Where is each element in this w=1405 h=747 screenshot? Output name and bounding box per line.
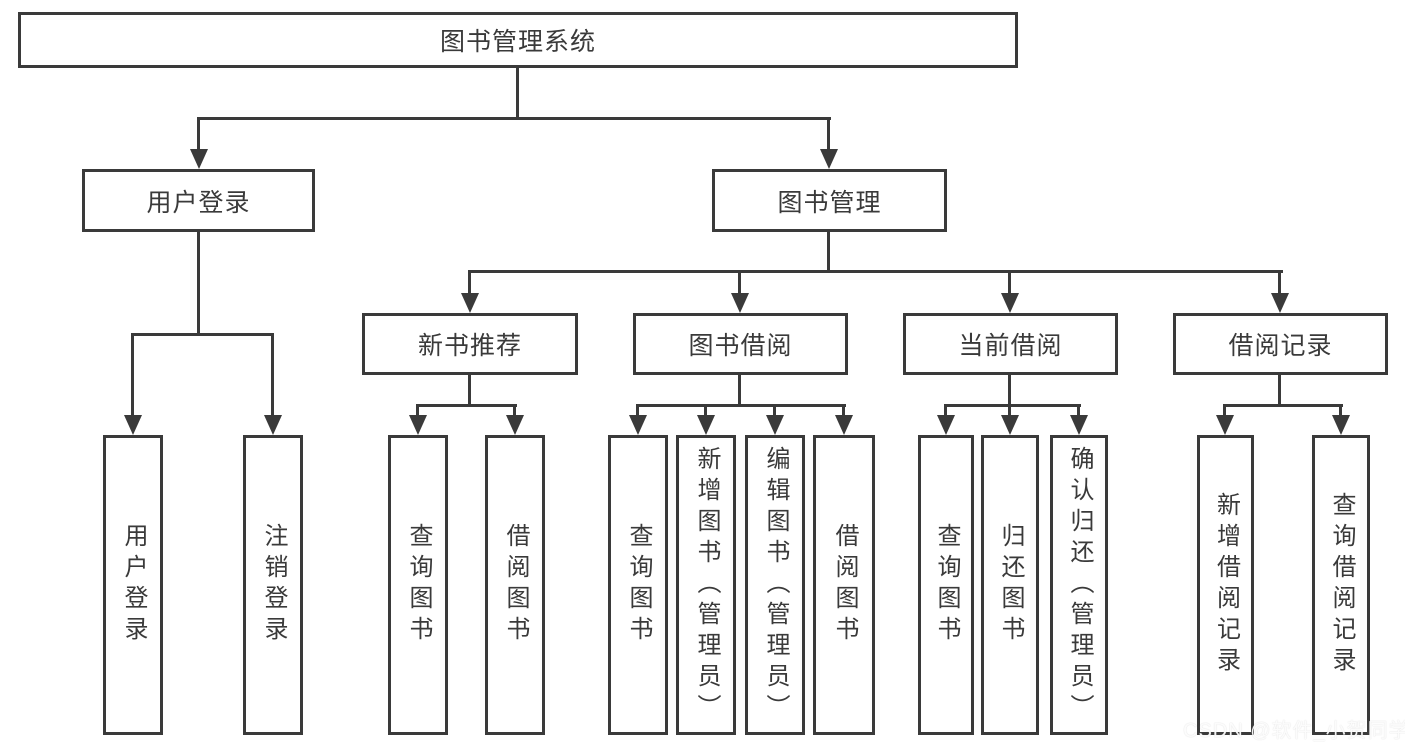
connector-line [1223,404,1226,417]
connector-line [416,404,517,407]
node-book-management-label: 图书管理 [777,188,882,217]
leaf-borrow-books-recommend: 借阅图书 [485,435,545,735]
leaf-user-login-label: 用户登录 [120,523,147,647]
arrowhead-down-icon [264,415,282,435]
connector-line [513,404,516,417]
connector-line [1077,404,1080,417]
arrowhead-down-icon [937,415,955,435]
arrowhead-down-icon [629,415,647,435]
connector-line [131,333,274,336]
connector-line [636,404,846,407]
connector-line [944,404,947,417]
connector-line [704,404,707,417]
connector-line [1008,375,1011,407]
arrowhead-down-icon [1332,415,1350,435]
leaf-edit-book-admin-label: 编辑图书（管理员） [762,445,789,725]
leaf-add-book-admin-label: 新增图书（管理员） [693,445,720,725]
connector-line [197,232,200,336]
leaf-edit-book-admin: 编辑图书（管理员） [745,435,805,735]
leaf-query-books-recommend-label: 查询图书 [405,523,432,647]
node-root: 图书管理系统 [18,12,1018,68]
node-user-login-label: 用户登录 [146,188,251,217]
node-user-login: 用户登录 [82,169,315,232]
arrowhead-down-icon [820,149,838,169]
arrowhead-down-icon [1001,293,1019,313]
arrowhead-down-icon [731,293,749,313]
leaf-add-borrow-record-label: 新增借阅记录 [1212,492,1240,678]
connector-line [197,117,200,151]
connector-line [738,270,741,294]
leaf-add-book-admin: 新增图书（管理员） [676,435,736,735]
node-borrow-records-label: 借阅记录 [1228,332,1333,360]
leaf-logout-label: 注销登录 [260,523,287,647]
connector-line [131,333,134,415]
arrowhead-down-icon [409,415,427,435]
connector-line [516,68,519,119]
arrowhead-down-icon [1070,415,1088,435]
connector-line [1278,270,1281,294]
connector-line [827,232,830,273]
leaf-query-borrow-record: 查询借阅记录 [1312,435,1370,735]
connector-line [197,117,831,120]
leaf-borrow-books-borrowing-label: 借阅图书 [831,523,858,647]
node-book-borrowing-label: 图书借阅 [688,332,793,360]
leaf-query-books-borrowing-label: 查询图书 [625,523,652,647]
connector-line [468,270,471,294]
node-new-book-recommend-label: 新书推荐 [417,332,522,360]
leaf-confirm-return-admin-label: 确认归还（管理员） [1066,445,1093,725]
connector-line [944,404,1081,407]
node-new-book-recommend: 新书推荐 [362,313,578,375]
connector-line [468,270,1283,273]
leaf-return-books-label: 归还图书 [997,523,1024,647]
arrowhead-down-icon [766,415,784,435]
leaf-logout: 注销登录 [243,435,303,735]
arrowhead-down-icon [697,415,715,435]
node-book-management: 图书管理 [712,169,947,232]
connector-line [1008,404,1011,417]
leaf-query-borrow-record-label: 查询借阅记录 [1328,492,1355,678]
connector-line [1008,270,1011,294]
connector-line [1223,404,1343,407]
leaf-query-books-recommend: 查询图书 [388,435,448,735]
node-root-label: 图书管理系统 [439,28,596,56]
leaf-add-borrow-record: 新增借阅记录 [1197,435,1254,735]
leaf-user-login: 用户登录 [103,435,163,735]
node-current-borrowing-label: 当前借阅 [958,332,1063,360]
node-book-borrowing: 图书借阅 [633,313,848,375]
node-borrow-records: 借阅记录 [1173,313,1388,375]
arrowhead-down-icon [1216,415,1234,435]
connector-line [1339,404,1342,417]
arrowhead-down-icon [461,293,479,313]
connector-line [416,404,419,417]
connector-line [738,375,741,407]
connector-line [1278,375,1281,407]
leaf-query-books-current-label: 查询图书 [933,523,960,647]
connector-line [271,333,274,415]
node-current-borrowing: 当前借阅 [903,313,1118,375]
leaf-confirm-return-admin: 确认归还（管理员） [1050,435,1108,735]
arrowhead-down-icon [1001,415,1019,435]
connector-line [827,117,830,151]
leaf-borrow-books-recommend-label: 借阅图书 [502,523,529,647]
leaf-return-books: 归还图书 [981,435,1039,735]
leaf-query-books-current: 查询图书 [918,435,974,735]
connector-line [468,375,471,407]
arrowhead-down-icon [124,415,142,435]
arrowhead-down-icon [835,415,853,435]
leaf-borrow-books-borrowing: 借阅图书 [813,435,875,735]
connector-line [773,404,776,417]
watermark: CSDN @软件_小贺同学 [1183,720,1405,742]
arrowhead-down-icon [190,149,208,169]
arrowhead-down-icon [506,415,524,435]
arrowhead-down-icon [1271,293,1289,313]
leaf-query-books-borrowing: 查询图书 [608,435,668,735]
connector-line [842,404,845,417]
connector-line [636,404,639,417]
